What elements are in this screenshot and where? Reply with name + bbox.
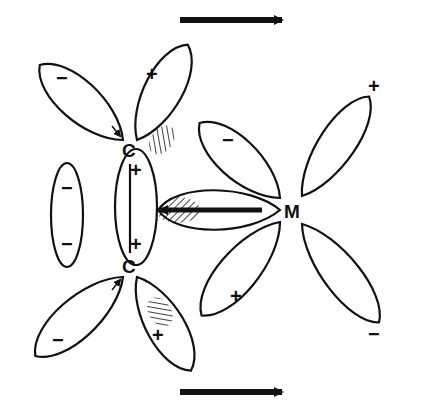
carbon-p-lobe [120, 267, 207, 380]
phase-sign: + [146, 64, 158, 84]
atom-label: M [284, 202, 300, 221]
phase-sign: + [230, 286, 242, 306]
back-donation-arrow [180, 389, 282, 395]
phase-sign: − [368, 324, 380, 344]
phase-sign: + [152, 325, 164, 345]
carbon-p-lobe [120, 36, 204, 149]
atom-label: C [122, 141, 136, 160]
pi-lobe [115, 149, 157, 265]
atom-label: C [122, 257, 136, 276]
donation-arrow [160, 208, 262, 213]
small-arrow [112, 280, 120, 290]
phase-sign: − [56, 68, 68, 88]
phase-sign: + [130, 160, 142, 180]
metal-d-lobe [186, 109, 293, 213]
metal-d-lobe [158, 190, 280, 230]
back-donation-arrow [180, 17, 282, 23]
phase-sign: − [52, 330, 64, 350]
phase-sign: − [61, 234, 73, 254]
metal-d-lobe [186, 209, 295, 328]
phase-sign: + [130, 234, 142, 254]
overlap-hatch [144, 121, 180, 160]
small-arrow [112, 126, 120, 136]
carbon-p-lobe [27, 50, 137, 154]
metal-d-lobe [288, 213, 394, 334]
phase-sign: + [368, 76, 380, 96]
phase-sign: − [61, 178, 73, 198]
pi-lobe [51, 163, 83, 267]
metal-d-lobe [287, 86, 384, 206]
phase-sign: − [222, 130, 234, 150]
carbon-p-lobe [22, 262, 136, 370]
